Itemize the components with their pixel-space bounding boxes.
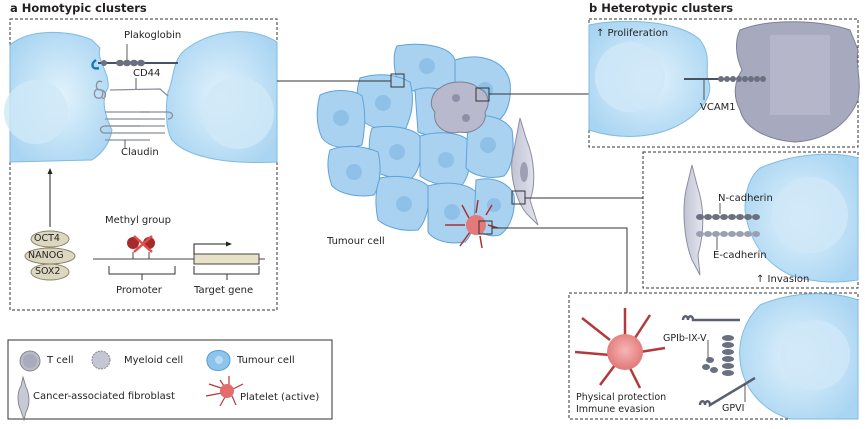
b-cell-2-nucleus (772, 177, 848, 253)
panel-b (568, 18, 860, 420)
legend-platelet-label: Platelet (active) (240, 392, 320, 403)
gpvi-label: GPVI (722, 403, 745, 414)
tss-arrow-head (226, 241, 232, 247)
platelet-body (466, 215, 486, 235)
legend (7, 339, 333, 422)
tumour-cell-label: Tumour cell (327, 236, 385, 247)
myeloid-nucleus (462, 114, 470, 122)
panel-b-title-text: Heterotypic clusters (601, 1, 734, 15)
claudin-protein (99, 111, 174, 148)
plakoglobin-label: Plakoglobin (124, 30, 182, 41)
b-platelet (574, 308, 666, 389)
arrow-head (47, 168, 53, 174)
gpib-ix-v-protein (681, 315, 740, 376)
proliferation-label: ↑ Proliferation (596, 28, 669, 39)
platelet-icon (205, 376, 244, 407)
panel-a-letter: a (10, 1, 18, 15)
e-cadherin-label: E-cadherin (713, 250, 767, 261)
oct4-label: OCT4 (34, 233, 60, 244)
right-cell-nucleus (202, 77, 274, 149)
cd44-protein (93, 78, 169, 99)
nanog-label: NANOG (28, 250, 64, 261)
target-gene-label: Target gene (194, 285, 254, 296)
n-cadherin-protein (696, 203, 760, 220)
legend-t-cell-label: T cell (47, 355, 74, 366)
panel-a-title-text: Homotypic clusters (21, 1, 147, 15)
callout-connectors (277, 73, 643, 293)
tf-sox2 (30, 263, 70, 281)
legend-fibroblast-label: Cancer-associated fibroblast (33, 391, 175, 402)
myeloid-granule (770, 35, 830, 115)
legend-frame (7, 339, 333, 420)
n-cadherin-label: N-cadherin (718, 193, 773, 204)
myeloid-cell-icon (91, 350, 111, 370)
b-platelet-body (607, 334, 643, 370)
promoter-label: Promoter (116, 285, 162, 296)
platelet (445, 199, 499, 249)
plakoglobin-protein (91, 44, 178, 70)
e-cadherin-protein (696, 231, 760, 250)
legend-tumour-label: Tumour cell (237, 355, 295, 366)
target-gene-bracket (193, 266, 260, 280)
b-cell-3-nucleus (780, 320, 850, 390)
t-cell-icon-inner (23, 354, 37, 368)
promoter-bracket (108, 266, 176, 280)
gpib-ix-v-label: GPIb-IX-V (663, 333, 707, 344)
invasion-label: ↑ Invasion (756, 274, 810, 285)
physical-protection-label: Physical protection (576, 392, 667, 403)
sox2-label: SOX2 (35, 266, 61, 277)
transcription-start-arrow (193, 243, 228, 254)
panel-a (4, 18, 278, 311)
tumour-cell-icon-nucleus (215, 356, 223, 364)
myeloid-cell (430, 81, 489, 134)
claudin-label: Claudin (121, 147, 159, 158)
target-gene-box (193, 253, 260, 265)
gpvi-protein (698, 376, 756, 408)
vcam1-label: VCAM1 (700, 102, 736, 113)
panel-b-letter: b (589, 1, 598, 15)
cd44-label: CD44 (133, 68, 161, 79)
panel-a-frame (9, 18, 278, 311)
cluster-nuclei (333, 58, 501, 220)
platelet-icon-body (220, 384, 234, 398)
myeloid-nucleus (452, 94, 460, 102)
left-cell-nucleus (4, 80, 68, 144)
b-fibroblast (683, 164, 704, 276)
fibroblast-nucleus (520, 162, 528, 182)
tf-oct4 (30, 230, 70, 248)
immune-evasion-label: Immune evasion (576, 404, 655, 415)
methyl-groups (127, 235, 155, 259)
fibroblast-icon (17, 375, 30, 422)
methyl-group-label: Methyl group (105, 215, 171, 226)
vcam1-protein (684, 76, 766, 100)
b-cell-1-nucleus (595, 42, 665, 112)
legend-myeloid-label: Myeloid cell (124, 355, 184, 366)
